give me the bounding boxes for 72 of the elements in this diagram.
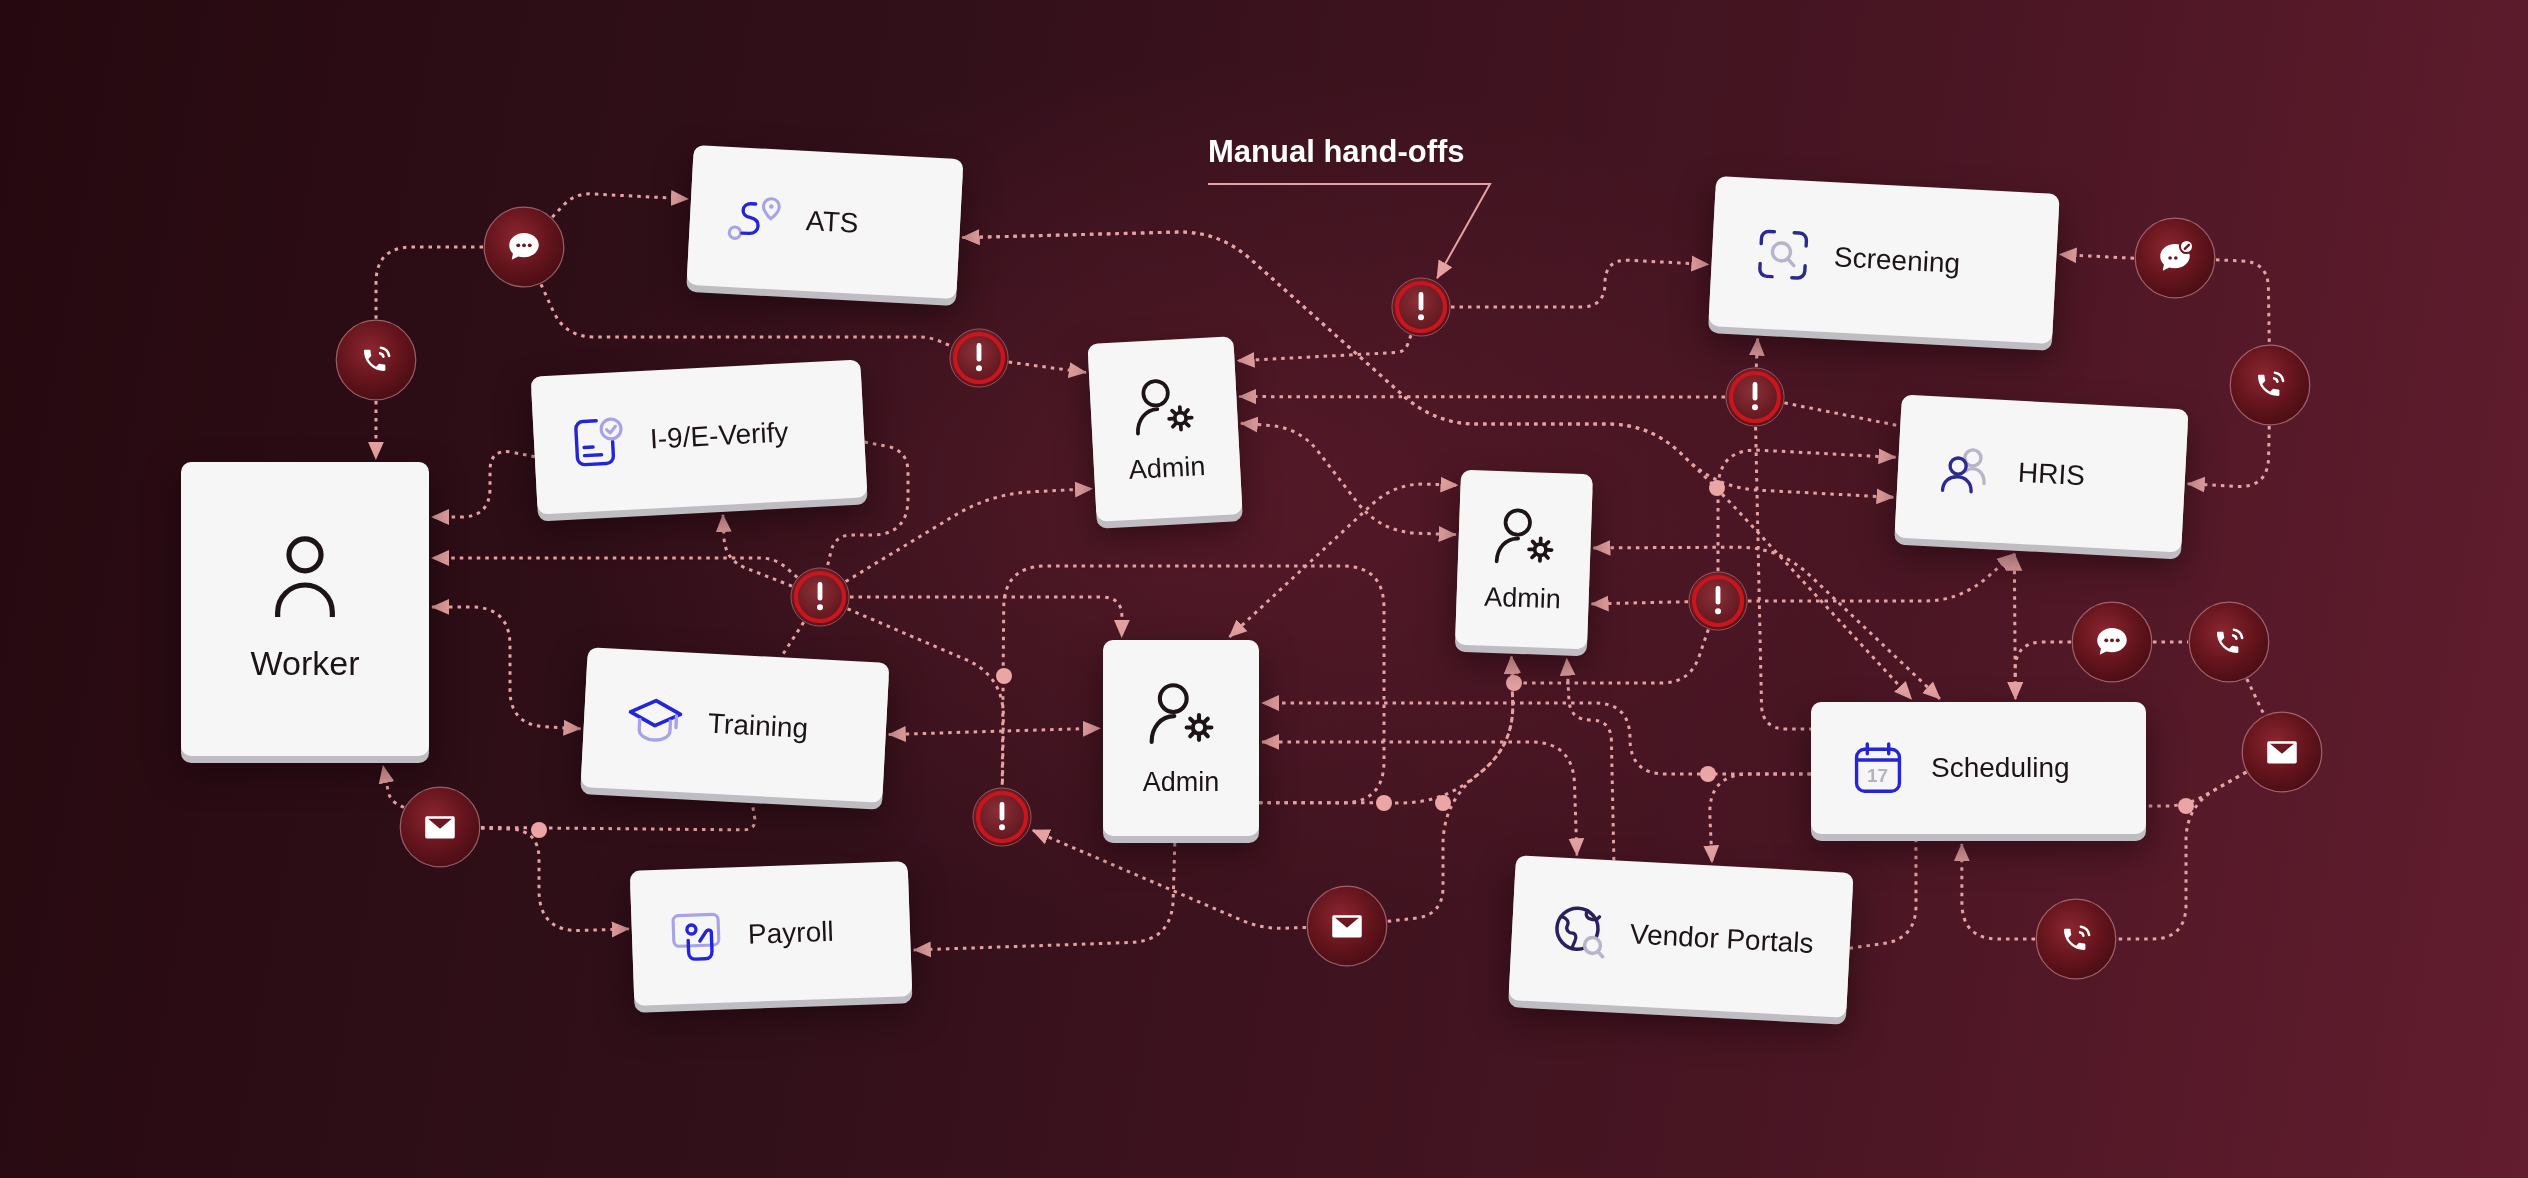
card-label: Training bbox=[707, 706, 809, 746]
dotted-arrow bbox=[912, 842, 1177, 958]
dotted-arrow bbox=[2006, 552, 2024, 700]
dotted-arrow bbox=[1590, 595, 1689, 612]
dotted-arrow bbox=[1748, 552, 2016, 603]
callout-heading: Manual hand-offs bbox=[1208, 132, 1492, 184]
card-label: Worker bbox=[250, 643, 360, 684]
dotted-arrow bbox=[1031, 828, 1307, 930]
dotted-arrow bbox=[480, 826, 630, 938]
card-label: Scheduling bbox=[1931, 751, 2070, 785]
dotted-arrow bbox=[1592, 539, 1942, 701]
dotted-arrow bbox=[551, 190, 689, 219]
dotted-arrow bbox=[1238, 388, 1725, 405]
envelope-icon bbox=[2241, 711, 2323, 793]
dotted-arrow bbox=[1953, 843, 2035, 941]
alert-icon bbox=[1725, 367, 1785, 427]
dotted-arrow bbox=[378, 765, 405, 809]
dotted-arrow bbox=[431, 599, 582, 736]
card-label: Admin bbox=[1142, 765, 1220, 799]
phone-icon bbox=[335, 319, 417, 401]
dotted-connector bbox=[2215, 258, 2271, 345]
card-label: Screening bbox=[1833, 240, 1961, 281]
dotted-arrow bbox=[1228, 476, 1459, 639]
dotted-connector bbox=[1000, 564, 1386, 805]
date-number: 17 bbox=[1867, 765, 1889, 787]
dotted-connector bbox=[2117, 770, 2248, 941]
phone-icon bbox=[2035, 898, 2117, 980]
card-label: Vendor Portals bbox=[1629, 917, 1815, 961]
dotted-arrow bbox=[1748, 337, 1765, 368]
card-label: ATS bbox=[805, 204, 860, 241]
dotted-arrow bbox=[1703, 772, 1811, 864]
dotted-arrow bbox=[1261, 734, 1585, 857]
card-label: Admin bbox=[1128, 449, 1207, 487]
dotted-arrow bbox=[1008, 360, 1087, 379]
dotted-connector bbox=[1754, 426, 1811, 731]
envelope-icon bbox=[399, 786, 481, 868]
dotted-arrow bbox=[715, 514, 793, 588]
dotted-arrow bbox=[2058, 247, 2135, 264]
dotted-connector bbox=[2245, 678, 2266, 716]
alert-icon bbox=[1688, 571, 1748, 631]
dotted-arrow bbox=[1716, 448, 1897, 571]
dotted-arrow bbox=[961, 229, 1895, 505]
dotted-arrow bbox=[887, 720, 1101, 742]
chat-bubble-icon bbox=[2071, 601, 2153, 683]
alert-icon bbox=[1391, 277, 1451, 337]
dotted-arrow bbox=[368, 401, 384, 460]
dotted-arrow bbox=[1451, 255, 1710, 309]
dotted-arrow bbox=[431, 550, 799, 579]
chat-bubble-icon bbox=[483, 206, 565, 288]
alert-icon bbox=[790, 567, 850, 627]
dotted-connector bbox=[374, 245, 483, 319]
alert-icon bbox=[972, 787, 1032, 847]
phone-icon bbox=[2229, 344, 2311, 426]
dotted-arrow bbox=[850, 595, 1130, 638]
dotted-connector bbox=[539, 283, 952, 348]
dotted-arrow bbox=[844, 481, 1093, 583]
card-label: HRIS bbox=[2017, 455, 2086, 493]
phone-icon bbox=[2188, 601, 2270, 683]
card-label: Payroll bbox=[747, 914, 835, 952]
chat-bubble-icon bbox=[2134, 217, 2216, 299]
card-label: I-9/E-Verify bbox=[649, 415, 790, 457]
dotted-arrow bbox=[1236, 334, 1413, 368]
card-label: Admin bbox=[1483, 580, 1562, 616]
dotted-arrow bbox=[431, 450, 536, 525]
dotted-arrow bbox=[1239, 416, 1457, 542]
dotted-arrow bbox=[2007, 640, 2071, 700]
dotted-arrow bbox=[1559, 657, 1616, 861]
dotted-connector bbox=[1849, 841, 1918, 950]
dotted-arrow bbox=[2186, 425, 2271, 493]
alert-icon bbox=[949, 328, 1009, 388]
envelope-icon bbox=[1306, 885, 1388, 967]
leader-line bbox=[1207, 183, 1492, 280]
